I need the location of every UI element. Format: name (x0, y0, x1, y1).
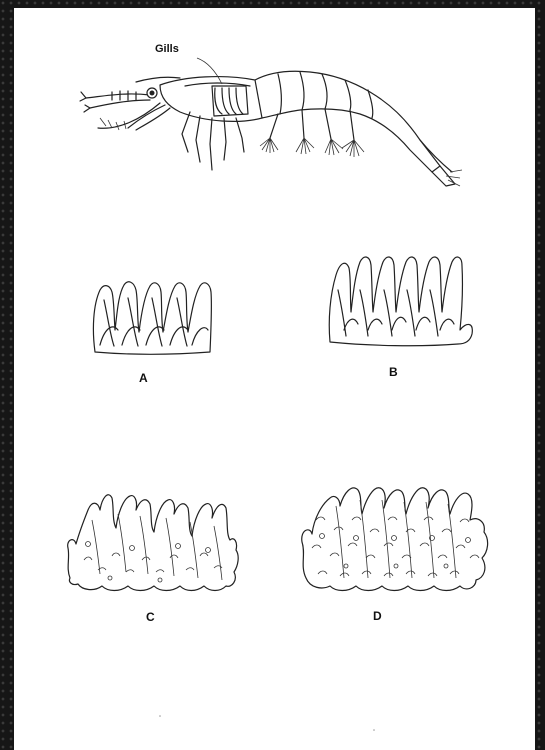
antenna-tips (80, 92, 90, 112)
gill-lamellae (215, 88, 243, 114)
swimmerets (260, 109, 364, 157)
shrimp-illustration (80, 58, 462, 186)
gill-panel-d (302, 488, 488, 591)
gill-panel-a (93, 282, 211, 354)
gills-callout-line (197, 58, 222, 84)
panel-label-c: C (146, 610, 155, 624)
gill-panel-b (329, 257, 472, 346)
eye-pupil (150, 91, 155, 96)
mouthparts (128, 105, 170, 130)
panel-label-d: D (373, 609, 382, 623)
paper-speck (373, 729, 375, 731)
antenna-lower (90, 100, 150, 108)
paper-speck (159, 715, 161, 717)
antenna-segments (112, 91, 136, 100)
panel-label-a: A (139, 371, 148, 385)
panel-label-b: B (389, 365, 398, 379)
antenna-whip (98, 103, 160, 128)
gill-panel-c (68, 495, 238, 591)
antenna-upper (86, 94, 150, 98)
gills-label: Gills (155, 43, 179, 55)
